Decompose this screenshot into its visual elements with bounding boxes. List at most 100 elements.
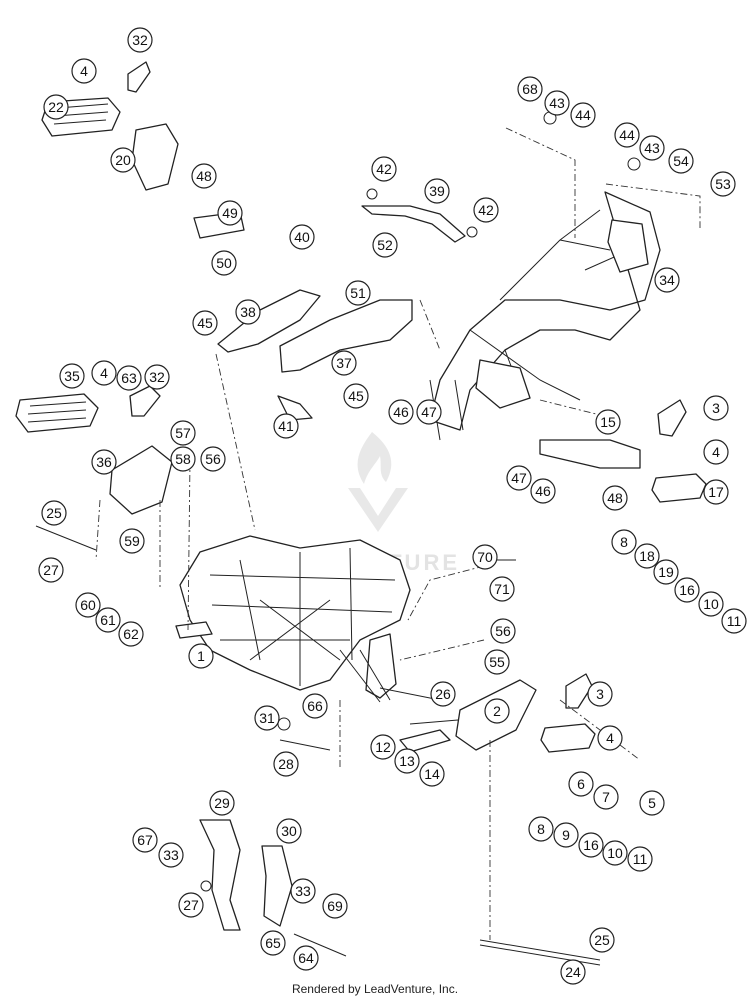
callout-46-lower: 46 bbox=[530, 478, 556, 504]
callout-48-right: 48 bbox=[602, 485, 628, 511]
callout-56-left: 56 bbox=[200, 446, 226, 472]
svg-text:40: 40 bbox=[294, 229, 310, 245]
svg-text:33: 33 bbox=[295, 883, 311, 899]
svg-text:33: 33 bbox=[163, 847, 179, 863]
svg-text:66: 66 bbox=[307, 698, 323, 714]
callout-10-upper: 10 bbox=[698, 591, 724, 617]
svg-text:13: 13 bbox=[399, 753, 415, 769]
callout-34: 34 bbox=[654, 267, 680, 293]
svg-text:59: 59 bbox=[124, 533, 140, 549]
callout-62: 62 bbox=[118, 621, 144, 647]
callout-68: 68 bbox=[517, 76, 543, 102]
callout-55: 55 bbox=[484, 649, 510, 675]
callout-18: 18 bbox=[634, 543, 660, 569]
callout-7: 7 bbox=[593, 784, 619, 810]
svg-text:10: 10 bbox=[607, 845, 623, 861]
svg-text:45: 45 bbox=[197, 315, 213, 331]
svg-text:71: 71 bbox=[494, 581, 510, 597]
callout-32-mid: 32 bbox=[144, 364, 170, 390]
svg-text:56: 56 bbox=[205, 451, 221, 467]
svg-text:48: 48 bbox=[607, 490, 623, 506]
svg-text:62: 62 bbox=[123, 626, 139, 642]
svg-text:27: 27 bbox=[43, 562, 59, 578]
svg-text:32: 32 bbox=[132, 32, 148, 48]
callout-51: 51 bbox=[345, 280, 371, 306]
svg-text:6: 6 bbox=[577, 776, 585, 792]
callout-33-right: 33 bbox=[290, 878, 316, 904]
svg-text:35: 35 bbox=[64, 368, 80, 384]
callout-25-lower: 25 bbox=[589, 927, 615, 953]
callout-48-top: 48 bbox=[191, 163, 217, 189]
svg-text:16: 16 bbox=[583, 837, 599, 853]
callout-66: 66 bbox=[302, 693, 328, 719]
callout-36: 36 bbox=[91, 449, 117, 475]
svg-text:67: 67 bbox=[137, 832, 153, 848]
callout-65: 65 bbox=[260, 930, 286, 956]
callout-16-upper: 16 bbox=[674, 577, 700, 603]
callout-9: 9 bbox=[553, 822, 579, 848]
svg-text:58: 58 bbox=[175, 451, 191, 467]
svg-text:41: 41 bbox=[278, 418, 294, 434]
svg-text:25: 25 bbox=[46, 505, 62, 521]
bolt-parts bbox=[35, 111, 641, 966]
svg-text:19: 19 bbox=[658, 564, 674, 580]
svg-text:14: 14 bbox=[424, 766, 440, 782]
svg-text:24: 24 bbox=[565, 964, 581, 980]
svg-text:42: 42 bbox=[478, 202, 494, 218]
callout-61: 61 bbox=[95, 607, 121, 633]
svg-text:68: 68 bbox=[522, 81, 538, 97]
callout-19: 19 bbox=[653, 559, 679, 585]
svg-text:11: 11 bbox=[633, 851, 648, 867]
svg-text:37: 37 bbox=[336, 355, 352, 371]
callout-59: 59 bbox=[119, 528, 145, 554]
rear-subframe-part bbox=[429, 191, 661, 441]
svg-text:47: 47 bbox=[421, 404, 437, 420]
svg-text:70: 70 bbox=[477, 549, 493, 565]
svg-text:28: 28 bbox=[278, 756, 294, 772]
svg-text:12: 12 bbox=[375, 739, 391, 755]
callout-42-right: 42 bbox=[473, 197, 499, 223]
svg-text:3: 3 bbox=[596, 686, 604, 702]
callout-52: 52 bbox=[372, 232, 398, 258]
svg-text:38: 38 bbox=[240, 304, 256, 320]
callout-38: 38 bbox=[235, 299, 261, 325]
callout-27-left: 27 bbox=[38, 557, 64, 583]
svg-text:17: 17 bbox=[708, 484, 724, 500]
svg-text:18: 18 bbox=[639, 548, 655, 564]
svg-text:65: 65 bbox=[265, 935, 281, 951]
callout-15: 15 bbox=[595, 409, 621, 435]
callout-69: 69 bbox=[322, 893, 348, 919]
rendered-by-footer: Rendered by LeadVenture, Inc. bbox=[291, 982, 459, 996]
callout-13: 13 bbox=[394, 748, 420, 774]
svg-text:2: 2 bbox=[493, 703, 501, 719]
callout-71: 71 bbox=[489, 576, 515, 602]
callout-64: 64 bbox=[293, 945, 319, 971]
svg-text:53: 53 bbox=[715, 176, 731, 192]
callout-39: 39 bbox=[424, 178, 450, 204]
svg-text:11: 11 bbox=[727, 613, 742, 629]
svg-text:16: 16 bbox=[679, 582, 695, 598]
callout-1: 1 bbox=[188, 643, 214, 669]
svg-text:26: 26 bbox=[435, 686, 451, 702]
svg-text:4: 4 bbox=[100, 365, 108, 381]
callout-45-right: 45 bbox=[343, 383, 369, 409]
svg-text:55: 55 bbox=[489, 654, 505, 670]
callout-47-lower: 47 bbox=[506, 465, 532, 491]
svg-text:45: 45 bbox=[348, 388, 364, 404]
callout-37: 37 bbox=[331, 350, 357, 376]
svg-text:8: 8 bbox=[537, 821, 545, 837]
callout-33-left: 33 bbox=[158, 842, 184, 868]
callout-17: 17 bbox=[703, 479, 729, 505]
callout-56-right: 56 bbox=[490, 618, 516, 644]
callout-53: 53 bbox=[710, 171, 736, 197]
callout-26: 26 bbox=[430, 681, 456, 707]
leader-lines bbox=[95, 127, 701, 940]
svg-text:51: 51 bbox=[350, 285, 366, 301]
callout-10-lower: 10 bbox=[602, 840, 628, 866]
svg-text:60: 60 bbox=[80, 597, 96, 613]
svg-text:43: 43 bbox=[644, 140, 660, 156]
svg-text:39: 39 bbox=[429, 183, 445, 199]
callout-20: 20 bbox=[110, 147, 136, 173]
svg-text:31: 31 bbox=[259, 710, 275, 726]
svg-text:5: 5 bbox=[648, 795, 656, 811]
